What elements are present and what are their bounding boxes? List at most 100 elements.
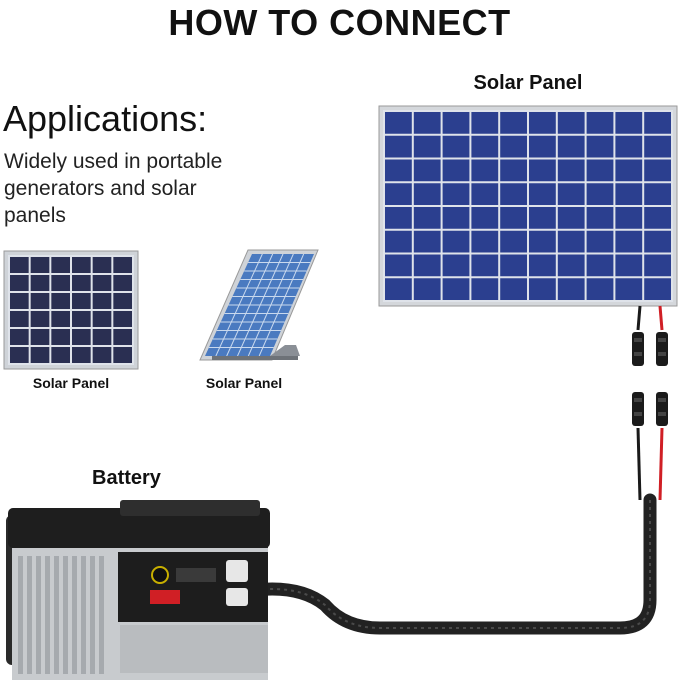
solar-cell [413,230,441,253]
flat-solar-panel [3,250,139,370]
application-caption-2: Solar Panel [205,375,283,391]
solar-cell [92,311,112,327]
solar-cell [529,183,556,205]
solar-cell [615,254,643,277]
solar-cell [51,293,70,309]
solar-cell [92,293,112,309]
solar-cell [644,135,671,158]
solar-cell [586,112,614,134]
solar-cell [113,275,132,291]
solar-cell [413,254,441,277]
solar-cell [644,254,671,277]
solar-cell [30,329,50,345]
solar-cell [500,254,527,277]
solar-cell [442,135,470,158]
solar-cell [500,159,527,182]
solar-cell [10,329,29,345]
main-solar-panel [378,105,678,307]
solar-cell [471,183,499,205]
solar-cell [72,329,91,345]
solar-cell [586,135,614,158]
solar-cell [586,159,614,182]
solar-cell [413,207,441,229]
solar-cell [413,112,441,134]
solar-cell [10,257,29,273]
solar-cell [471,254,499,277]
solar-cell [644,183,671,205]
solar-cell [413,183,441,205]
solar-cell [500,230,527,253]
solar-cell [471,278,499,300]
solar-cell [92,275,112,291]
solar-cell [615,207,643,229]
solar-cell [92,329,112,345]
solar-cell [615,112,643,134]
solar-cell [557,183,585,205]
solar-cell [30,311,50,327]
solar-cell [529,230,556,253]
solar-cell [442,112,470,134]
solar-cell [413,278,441,300]
solar-cell [10,275,29,291]
solar-cell [557,159,585,182]
solar-cell [557,135,585,158]
solar-cell [113,347,132,363]
solar-cell [385,183,412,205]
solar-cell [615,230,643,253]
battery-label: Battery [92,467,161,489]
applications-description: Widely used in portable generators and s… [4,150,223,227]
solar-cell [500,278,527,300]
solar-panel-label: Solar Panel [473,72,583,94]
solar-cell [442,159,470,182]
solar-cell [51,311,70,327]
solar-cell [529,135,556,158]
solar-cell [471,112,499,134]
solar-cell [442,183,470,205]
solar-cell [529,278,556,300]
solar-cell [10,347,29,363]
solar-cell [644,207,671,229]
solar-cell [557,278,585,300]
solar-cell [92,257,112,273]
solar-cell [557,230,585,253]
solar-cell [385,254,412,277]
solar-cell [385,159,412,182]
solar-cell [529,207,556,229]
solar-cell [113,311,132,327]
solar-cell [51,347,70,363]
solar-cell [413,135,441,158]
solar-cell [500,112,527,134]
solar-cell [529,254,556,277]
solar-cell [615,183,643,205]
battery-power-station [6,500,270,680]
solar-cell [30,347,50,363]
solar-cell [615,159,643,182]
solar-cell [51,275,70,291]
solar-cell [557,207,585,229]
page-title: HOW TO CONNECT [168,2,511,43]
solar-cell [413,159,441,182]
solar-cell [615,278,643,300]
solar-cell [586,254,614,277]
solar-cell [586,207,614,229]
solar-cell [644,230,671,253]
solar-cell [72,311,91,327]
solar-cell [72,275,91,291]
solar-cell [51,329,70,345]
solar-cell [442,254,470,277]
solar-cell [471,230,499,253]
solar-cell [72,347,91,363]
applications-heading: Applications: [3,98,208,139]
solar-cell [113,293,132,309]
solar-cell [72,293,91,309]
solar-cell [385,278,412,300]
solar-cell [51,257,70,273]
solar-cell [385,112,412,134]
solar-cell [529,159,556,182]
solar-cell [10,293,29,309]
solar-cell [30,257,50,273]
solar-cell [10,311,29,327]
connection-cables [248,305,668,635]
solar-cell [471,207,499,229]
solar-cell [113,257,132,273]
